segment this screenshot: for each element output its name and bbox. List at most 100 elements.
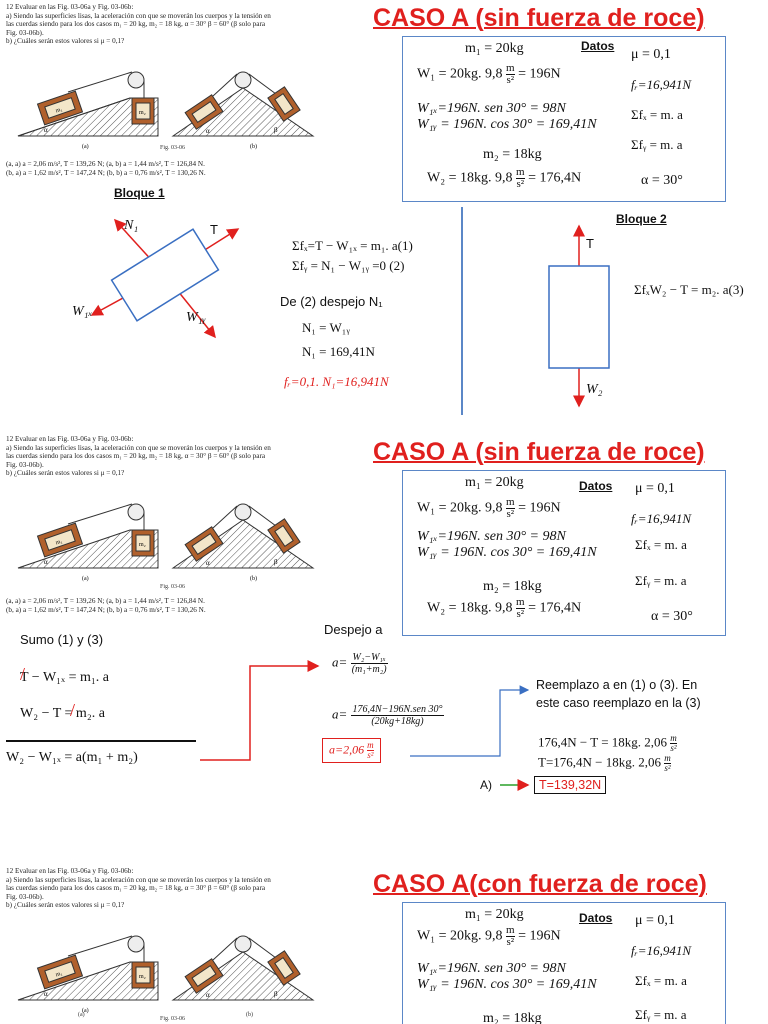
incline-figure: m₁ m₂ α (a) α β bbox=[17, 935, 315, 1014]
angle-alpha: α bbox=[206, 127, 210, 135]
datos-w1x: W₁ₓ=196N. sen 30° = 98N bbox=[417, 101, 566, 116]
angle-alpha: α bbox=[44, 990, 48, 998]
t-eq-2-text: T=176,4N − 18kg. 2,06 bbox=[538, 754, 661, 770]
divider-line bbox=[461, 207, 463, 415]
bloque2-label: Bloque 2 bbox=[616, 212, 667, 226]
frac-num: 176,4N−196N.sen 30° bbox=[350, 704, 445, 716]
frac-den: (20kg+18kg) bbox=[371, 716, 424, 727]
fig-caption: Fig. 03-06 bbox=[160, 584, 186, 590]
problem-line: 12 Evaluar en las Fig. 03-06a y Fig. 03-… bbox=[6, 435, 134, 443]
answers: (a, a) a = 2,06 m/s², T = 139,26 N; (a, … bbox=[6, 597, 206, 614]
fig-b-label: (b) bbox=[246, 1012, 253, 1018]
frac-num: m bbox=[506, 496, 515, 509]
datos-label: Datos bbox=[579, 911, 613, 925]
fig-caption: Fig. 03-06 bbox=[160, 1016, 186, 1022]
datos-sfx: Σfₓ = m. a bbox=[635, 537, 687, 552]
frac-num: m bbox=[367, 740, 374, 751]
fig-caption: Fig. 03-06 bbox=[160, 145, 186, 151]
w2-label: W₂ bbox=[586, 382, 603, 397]
sumo-label: Sumo (1) y (3) bbox=[20, 632, 104, 647]
problem-line: b) ¿Cuáles serán estos valores si μ = 0,… bbox=[6, 901, 125, 910]
block-m1-b bbox=[184, 94, 224, 130]
incline-figure: m₁ m₂ α (a) α β (b) bbox=[17, 71, 315, 150]
answer-line: (a, a) a = 2,06 m/s², T = 139,26 N; (a, … bbox=[6, 160, 205, 168]
frac-den: s² bbox=[367, 750, 374, 760]
frac-num: W₂−W₁ₓ bbox=[350, 652, 388, 664]
n1-label: N₁ bbox=[124, 218, 139, 233]
frac-den: s² bbox=[516, 608, 525, 620]
frac-num: m bbox=[664, 753, 671, 764]
block-label: m₁ bbox=[55, 538, 63, 546]
frac-den: s² bbox=[670, 743, 677, 753]
w2-post: = 176,4N bbox=[528, 600, 582, 616]
panel-title: CASO A(con fuerza de roce) bbox=[373, 870, 707, 898]
free-body-diagram-2 bbox=[548, 224, 610, 408]
datos-sfy: Σfᵧ = m. a bbox=[635, 573, 687, 588]
datos-fr: fᵣ=16,941N bbox=[631, 511, 692, 526]
block-label: m₁ bbox=[55, 106, 63, 114]
problem-line: Fig. 03-06b). bbox=[6, 460, 44, 469]
fig-b-label: (b) bbox=[250, 143, 257, 150]
a-label: a= bbox=[332, 706, 348, 722]
a-fraction-2: a= 176,4N−196N.sen 30°(20kg+18kg) bbox=[332, 704, 445, 727]
problem-line: a) Siendo las superficies lisas, la acel… bbox=[6, 875, 271, 884]
fig-a-label: (a) bbox=[78, 1012, 85, 1018]
angle-beta: β bbox=[274, 990, 278, 998]
answer-line: (b, a) a = 1,62 m/s², T = 147,24 N; (b, … bbox=[6, 168, 206, 177]
free-body-diagram-1 bbox=[90, 218, 240, 339]
sum-divider bbox=[6, 740, 196, 742]
block-label: m₂ bbox=[139, 110, 146, 116]
problem-statement: 12 Evaluar en las Fig. 03-06a y Fig. 03-… bbox=[6, 867, 271, 910]
datos-fr: fᵣ=16,941N bbox=[631, 77, 692, 92]
a-result: a=2,06 bbox=[329, 742, 365, 757]
pulley-b bbox=[234, 935, 252, 953]
fraction: W₂−W₁ₓ(m₁+m₂) bbox=[350, 652, 388, 675]
datos-label: Datos bbox=[579, 479, 613, 493]
sum-fy-eq: Σfᵧ = N₁ − W₁ᵧ =0 (2) bbox=[292, 258, 405, 273]
problem-line: Fig. 03-06b). bbox=[6, 28, 44, 37]
block-m2-a: m₂ bbox=[131, 97, 155, 125]
fig-a-label: (a) bbox=[82, 1007, 89, 1014]
angle-alpha: α bbox=[44, 126, 48, 134]
fr-eq: fᵣ=0,1. N₁=16,941N bbox=[284, 374, 389, 389]
problem-line: b) ¿Cuáles serán estos valores si μ = 0,… bbox=[6, 37, 125, 46]
angle-beta: β bbox=[274, 558, 278, 566]
datos-label: Datos bbox=[581, 39, 615, 53]
w1-pre: W₁ = 20kg. 9,8 bbox=[417, 66, 503, 82]
datos-m2: m₂ = 18kg bbox=[483, 1011, 542, 1024]
reemplazo-line-1: Reemplazo a en (1) o (3). En bbox=[536, 678, 698, 692]
eq3: ΣfₓW₂ − T = m₂. a(3) bbox=[634, 282, 744, 297]
w1-post: = 196N bbox=[518, 928, 561, 944]
problem-line: las cuerdas siendo para los dos casos m₁… bbox=[6, 884, 266, 893]
incline-figure: m₁ m₂ α (a) α β (b) bbox=[17, 503, 315, 582]
frac-den: s² bbox=[506, 936, 515, 948]
t-label: T bbox=[210, 222, 218, 237]
t2-label: T bbox=[586, 236, 594, 251]
pulley-b bbox=[234, 71, 252, 89]
datos-m1: m₁ = 20kg bbox=[465, 475, 524, 490]
datos-m1: m₁ = 20kg bbox=[465, 907, 524, 922]
block-m2-b bbox=[267, 86, 301, 122]
frac-num: m bbox=[670, 733, 677, 744]
datos-sfx: Σfₓ = m. a bbox=[631, 107, 683, 122]
block-label: m₂ bbox=[139, 542, 146, 548]
datos-w1y: W₁ᵧ = 196N. cos 30° = 169,41N bbox=[417, 545, 597, 560]
answer-line: (a, a) a = 2,06 m/s², T = 139,26 N; (a, … bbox=[6, 597, 205, 605]
w1-pre: W₁ = 20kg. 9,8 bbox=[417, 500, 503, 516]
frac-num: m bbox=[516, 596, 525, 609]
frac-den: s² bbox=[506, 74, 515, 86]
n1-value: N₁ = 169,41N bbox=[302, 344, 375, 359]
frac-num: m bbox=[506, 62, 515, 75]
fig-a-label: (a) bbox=[82, 143, 89, 150]
sum-fx-eq: Σfₓ=T − W₁ₓ = m₁. a(1) bbox=[292, 238, 413, 253]
